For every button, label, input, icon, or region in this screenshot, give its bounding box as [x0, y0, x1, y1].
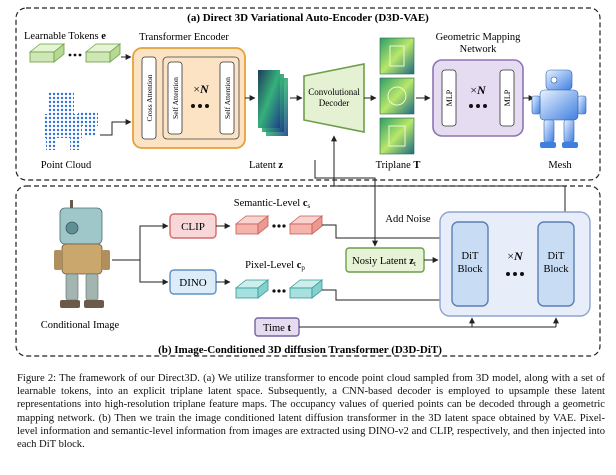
mlp-block-2	[499, 69, 515, 127]
dit-block-1-line1: DiT	[462, 251, 480, 262]
learnable-tokens-label: Learnable Tokens e	[24, 31, 106, 42]
vae-title: (a) Direct 3D Variational Auto-Encoder (…	[187, 12, 429, 24]
self-attention-block-2	[219, 61, 235, 135]
conv-decoder-line2: Decoder	[319, 98, 349, 108]
mlp-block-1	[441, 69, 457, 127]
encoder-repeat-label: ×N	[193, 82, 210, 96]
cross-attention-label: Cross Attention	[145, 74, 154, 121]
dit-block-1-line2: Block	[457, 264, 483, 275]
mlp-label-2: MLP	[503, 89, 512, 106]
dit-block-2-line1: DiT	[548, 251, 566, 262]
triplane-label: Triplane T	[376, 160, 421, 171]
clip-label: CLIP	[181, 221, 205, 233]
dit-repeat-label: ×N	[507, 249, 524, 263]
semantic-tokens-icon	[234, 215, 324, 235]
dit-block-1	[451, 221, 489, 307]
latent-label: Latent z	[249, 160, 283, 171]
cross-attention-block	[141, 56, 157, 140]
gmn-ellipsis	[469, 104, 487, 108]
mesh-label: Mesh	[548, 160, 572, 171]
dit-block-2	[537, 221, 575, 307]
transformer-encoder-label: Transformer Encoder	[139, 32, 229, 43]
conditional-image-label: Conditional Image	[41, 320, 120, 331]
self-attention-label-2: Self Attention	[223, 77, 232, 119]
mlp-label-1: MLP	[445, 89, 454, 106]
pixel-to-dit-line	[322, 289, 451, 303]
triplane-icon	[379, 37, 415, 155]
learnable-tokens-icon	[28, 43, 122, 63]
gmn-repeat-label: ×N	[470, 83, 487, 97]
dit-block-2-line2: Block	[543, 264, 569, 275]
encoder-ellipsis	[191, 104, 209, 108]
dit-ellipsis	[506, 272, 524, 276]
encoder-inner-box	[162, 56, 240, 140]
framework-diagram: (a) Direct 3D Variational Auto-Encoder (…	[15, 7, 601, 357]
convolutional-decoder-shape	[303, 63, 365, 133]
gmn-label-line1: Geometric Mapping	[436, 32, 522, 43]
pixel-level-label: Pixel-Level cp	[245, 260, 305, 272]
mesh-robot-icon	[531, 69, 587, 148]
pixel-tokens-icon	[234, 279, 324, 299]
gmn-label-line2: Network	[460, 44, 497, 55]
latent-to-noisy-arrow	[314, 160, 378, 247]
add-noise-label: Add Noise	[385, 214, 431, 225]
point-cloud-label: Point Cloud	[41, 160, 92, 171]
robot-image-icon	[54, 200, 110, 308]
semantic-level-label: Semantic-Level cs	[234, 198, 311, 210]
time-label: Time t	[263, 323, 291, 334]
dit-title: (b) Image-Conditioned 3D diffusion Trans…	[158, 344, 442, 356]
latent-map-icon	[258, 70, 288, 136]
point-cloud-icon	[44, 92, 98, 150]
dit-panel	[15, 185, 601, 357]
semantic-to-dit-line	[322, 224, 468, 239]
noisy-latent-label: Nosiy Latent zt	[352, 256, 416, 268]
vae-panel	[15, 7, 601, 181]
conv-decoder-line1: Convolutional	[308, 87, 360, 97]
dino-label: DINO	[179, 277, 207, 289]
self-attention-block-1	[167, 61, 183, 135]
figure-caption: Figure 2: The framework of our Direct3D.…	[17, 373, 605, 451]
time-to-dit-line	[299, 317, 475, 328]
self-attention-label-1: Self Attention	[171, 77, 180, 119]
dit-to-decoder-arrow	[331, 135, 566, 212]
